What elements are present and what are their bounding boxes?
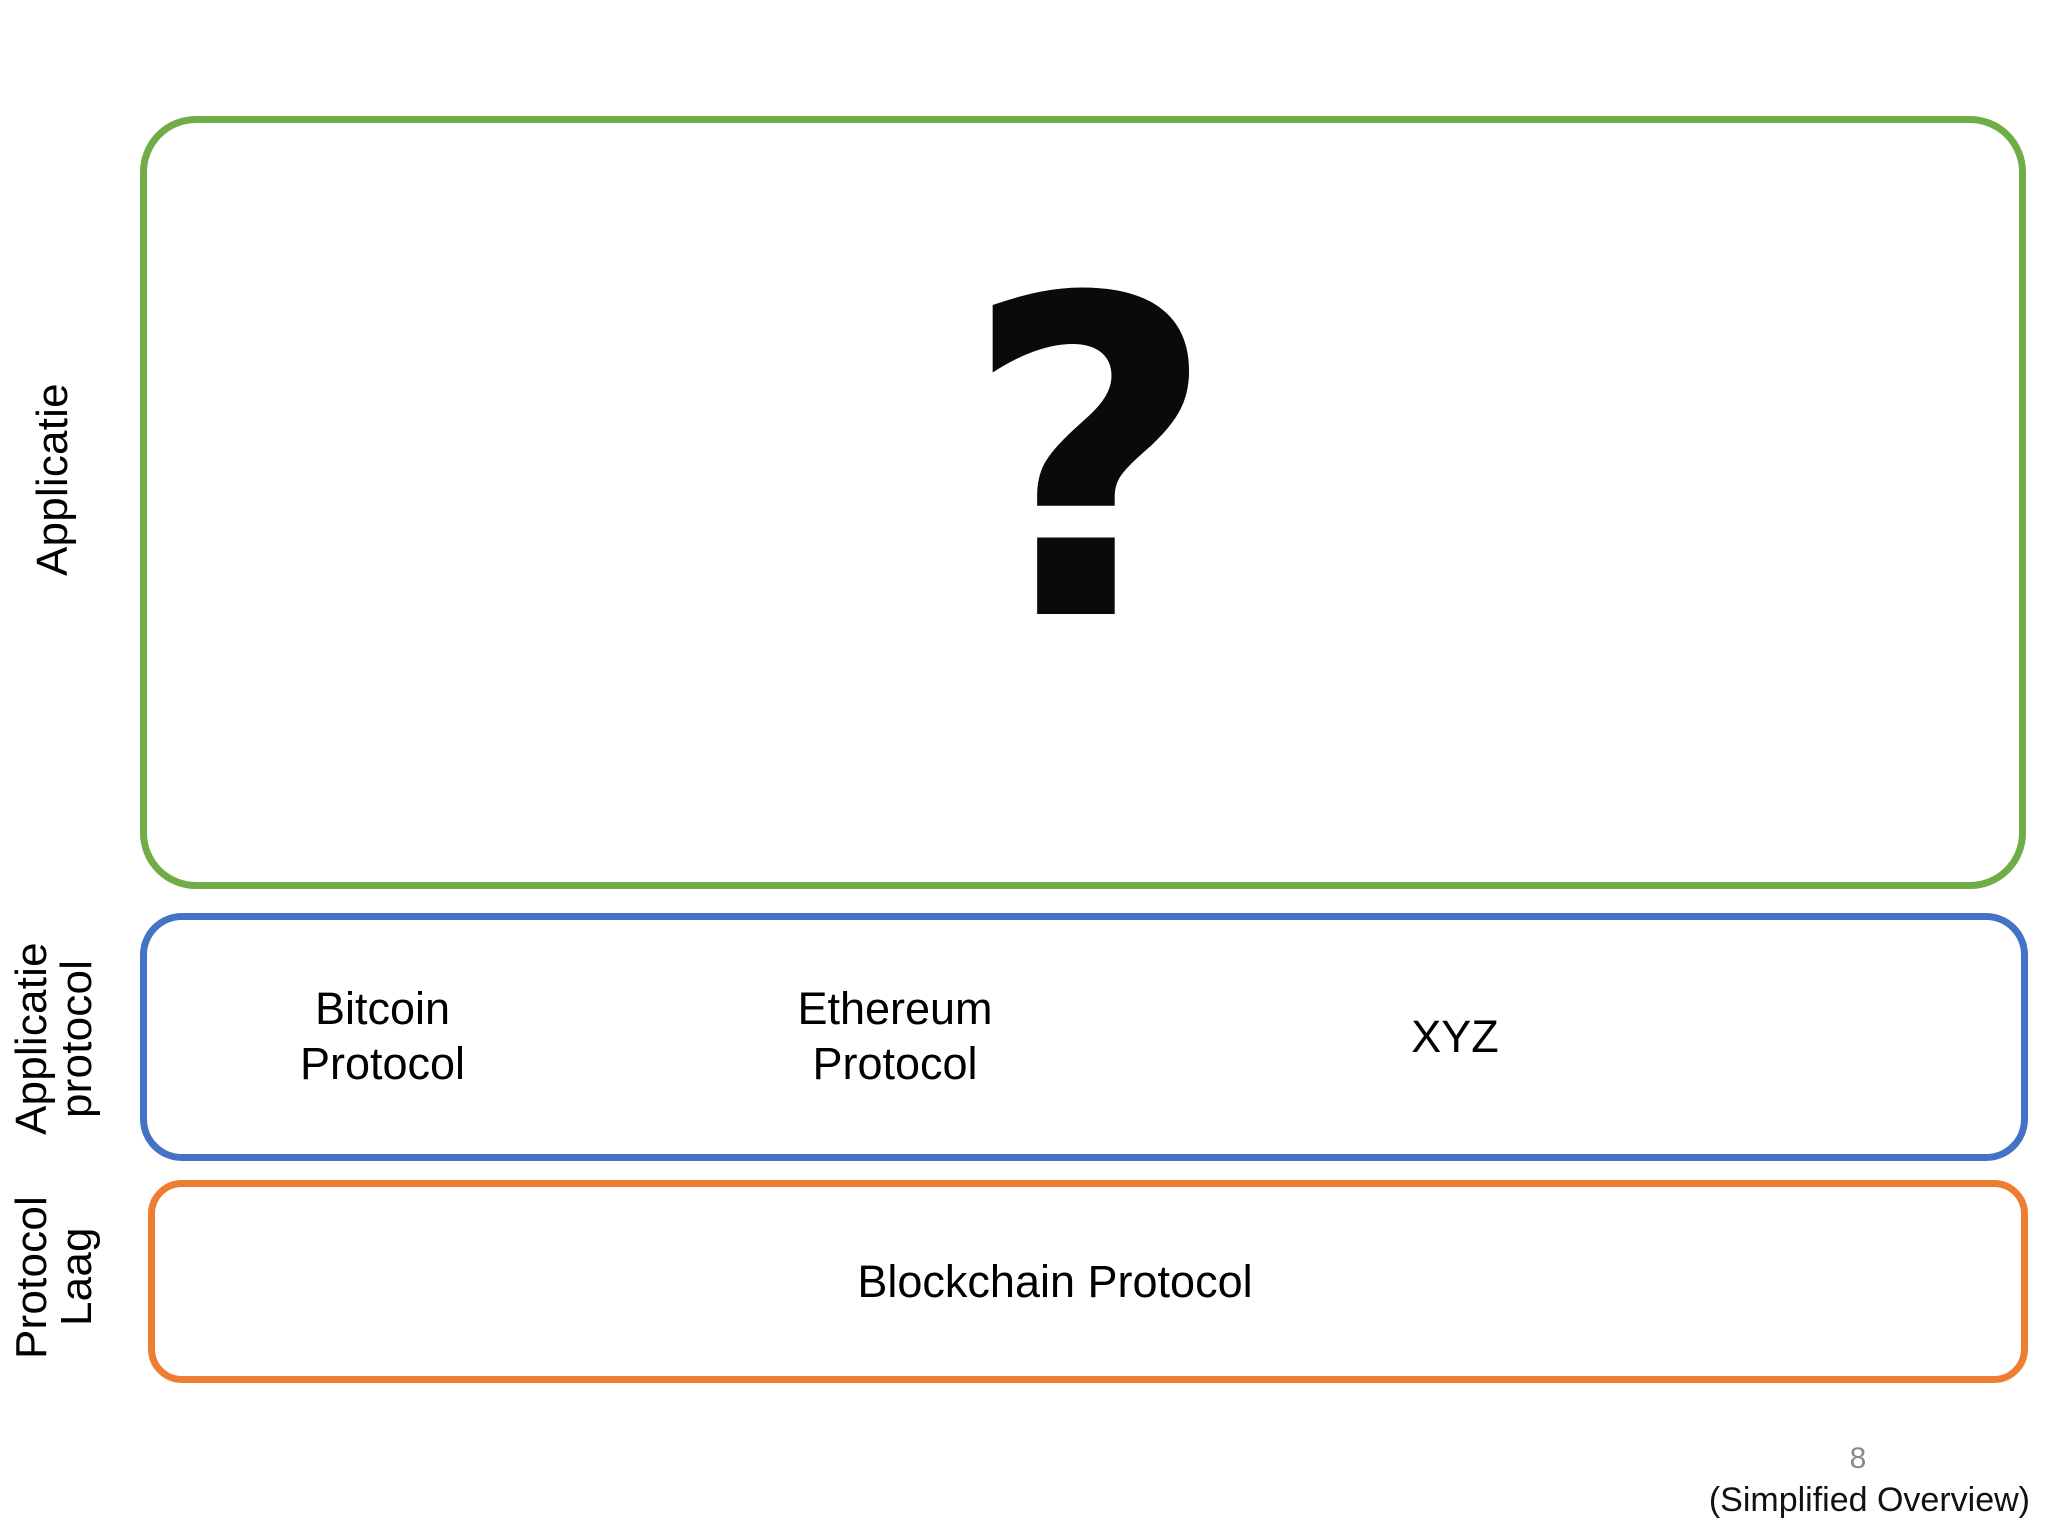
application-layer-side-label: Applicatie xyxy=(28,383,77,577)
application-protocol-layer-box xyxy=(140,913,2028,1161)
footer-note: (Simplified Overview) xyxy=(1708,1481,2030,1519)
slide-number: 8 xyxy=(1849,1442,1867,1475)
application-layer-box xyxy=(140,116,2026,889)
protocol-cell-xyz: XYZ xyxy=(1411,1010,1499,1062)
protocol-cell-ethereum: Ethereum Protocol xyxy=(797,983,993,1089)
application-protocol-layer-side-label: Applicatie protocol xyxy=(7,942,101,1136)
protocol-layer-box xyxy=(148,1180,2028,1383)
protocol-cell-bitcoin: Bitcoin Protocol xyxy=(299,983,466,1089)
question-mark-icon: ? xyxy=(962,206,1218,718)
blockchain-protocol-label-wrap: Blockchain Protocol xyxy=(148,1180,2028,1383)
blockchain-protocol-label: Blockchain Protocol xyxy=(857,1255,1253,1307)
protocol-layer-side-label: Protocol Laag xyxy=(7,1195,101,1359)
protocol-cells-row: Bitcoin Protocol Ethereum Protocol XYZ xyxy=(160,920,2008,1154)
